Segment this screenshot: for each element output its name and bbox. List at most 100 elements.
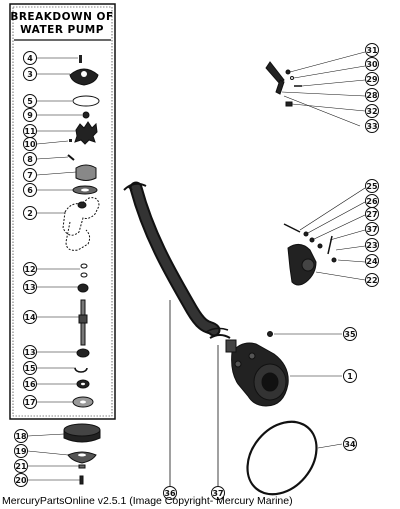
callout-circle — [365, 104, 379, 118]
callout-circle — [365, 254, 379, 268]
breakdown-panel: BREAKDOWN OF WATER PUMP — [9, 3, 116, 420]
callout-number-9: 9 — [27, 111, 33, 120]
callout-number-17: 17 — [24, 398, 35, 407]
callout-number-34: 34 — [344, 440, 356, 449]
callout-number-25: 25 — [366, 182, 378, 191]
callout-circle — [23, 206, 37, 220]
callout-number-21: 21 — [15, 462, 27, 471]
panel-parts-artwork — [62, 55, 100, 408]
callout-number-31: 31 — [366, 46, 378, 55]
callout-circle — [23, 183, 37, 197]
callout-circle — [365, 273, 379, 287]
callout-number-13: 13 — [24, 283, 35, 292]
callout-circle — [14, 473, 28, 487]
callout-circle — [23, 51, 37, 65]
mount-callouts: 25 26 27 37 23 24 22 — [365, 179, 379, 287]
callout-circle — [23, 108, 37, 122]
assembly-callouts: 18 19 21 20 — [14, 429, 80, 487]
panel-callouts: 4 3 5 9 11 10 8 7 6 2 12 13 14 13 15 16 17 — [23, 51, 82, 409]
mount-leaders — [299, 187, 366, 281]
callout-number-13: 13 — [24, 348, 35, 357]
callout-number-30: 30 — [366, 60, 378, 69]
pump-body-artwork — [225, 331, 289, 407]
panel-title-line2: WATER PUMP — [20, 24, 104, 36]
callout-leader — [27, 433, 65, 437]
callout-number-27: 27 — [366, 210, 377, 219]
callout-number-32: 32 — [366, 107, 377, 116]
bracket-callouts: 31 30 29 28 32 33 — [365, 43, 379, 133]
callout-circle — [343, 369, 357, 383]
callout-number-37: 37 — [366, 225, 377, 234]
callout-number-6: 6 — [27, 186, 33, 195]
callout-circle — [14, 444, 28, 458]
callout-circle — [14, 459, 28, 473]
callout-number-19: 19 — [15, 447, 27, 456]
callout-number-33: 33 — [366, 122, 377, 131]
callout-circle — [163, 486, 177, 500]
callout-circle — [23, 262, 37, 276]
callout-circle — [14, 429, 28, 443]
callout-leader — [36, 171, 77, 176]
callout-number-36: 36 — [164, 489, 176, 498]
callout-leader — [36, 156, 69, 160]
callout-circle — [365, 222, 379, 236]
callout-number-15: 15 — [24, 364, 36, 373]
callout-number-11: 11 — [24, 127, 36, 136]
callout-number-7: 7 — [27, 171, 33, 180]
callout-number-28: 28 — [366, 91, 378, 100]
callout-circle — [23, 310, 37, 324]
callout-circle — [365, 179, 379, 193]
callout-number-37: 37 — [212, 489, 223, 498]
lower-assembly-artwork — [63, 423, 101, 485]
callout-number-23: 23 — [366, 241, 377, 250]
callout-number-18: 18 — [15, 432, 27, 441]
water-hose — [123, 181, 231, 488]
callout-number-22: 22 — [366, 276, 377, 285]
bracket-leaders — [281, 51, 366, 112]
pump-leaders — [274, 333, 343, 449]
callout-circle — [365, 207, 379, 221]
callout-circle — [211, 486, 225, 500]
callout-circle — [23, 67, 37, 81]
callout-number-14: 14 — [24, 313, 36, 322]
callout-circle — [23, 137, 37, 151]
callout-number-5: 5 — [27, 97, 33, 106]
callout-circle — [23, 377, 37, 391]
callout-number-10: 10 — [24, 140, 36, 149]
callout-number-1: 1 — [347, 372, 353, 381]
callout-circle — [365, 43, 379, 57]
callout-number-26: 26 — [366, 197, 378, 206]
callout-number-8: 8 — [27, 155, 33, 164]
callout-circle — [23, 94, 37, 108]
callout-circle — [23, 395, 37, 409]
bracket-artwork — [265, 61, 361, 127]
callout-circle — [365, 72, 379, 86]
mount-artwork — [283, 223, 337, 286]
callout-number-16: 16 — [24, 380, 36, 389]
callout-circle — [343, 327, 357, 341]
callout-circle — [365, 57, 379, 71]
callout-circle — [23, 345, 37, 359]
panel-title-line1: BREAKDOWN OF — [10, 11, 113, 23]
copyright-footer: MercuryPartsOnline v2.5.1 (Image Copyrig… — [2, 495, 293, 507]
callout-number-29: 29 — [366, 75, 378, 84]
callout-number-35: 35 — [344, 330, 356, 339]
callout-circle — [23, 168, 37, 182]
callout-number-3: 3 — [27, 70, 33, 79]
callout-circle — [23, 152, 37, 166]
callout-circle — [365, 88, 379, 102]
callout-number-12: 12 — [24, 265, 35, 274]
callout-circle — [365, 119, 379, 133]
callout-number-24: 24 — [366, 257, 378, 266]
callout-leader — [36, 140, 69, 145]
callout-circle — [23, 280, 37, 294]
callout-circle — [23, 361, 37, 375]
callout-circle — [343, 437, 357, 451]
callout-number-20: 20 — [15, 476, 27, 485]
large-gasket-ring — [246, 420, 318, 496]
callout-leader — [27, 450, 69, 456]
callout-circle — [365, 238, 379, 252]
callout-number-2: 2 — [27, 209, 33, 218]
callout-number-4: 4 — [27, 54, 33, 63]
